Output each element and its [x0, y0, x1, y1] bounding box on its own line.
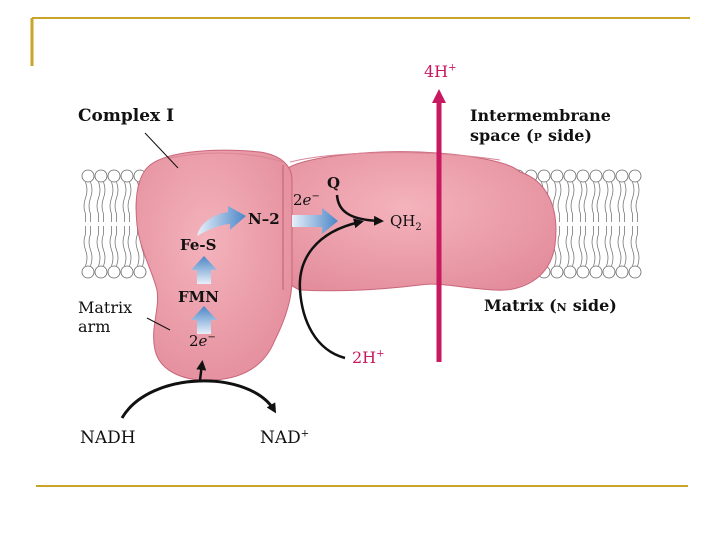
matrix-arm-label: Matrix arm [78, 298, 133, 336]
lipid-tail [101, 226, 106, 267]
slide-frame [30, 17, 690, 487]
lipid-tail [114, 226, 119, 267]
lipid-tail [604, 181, 609, 222]
lipid-head [628, 265, 642, 279]
complex-i-protein [135, 149, 557, 381]
lipid-tail [596, 181, 601, 222]
lipid-head [576, 265, 590, 279]
lipid-head [537, 169, 551, 183]
lipid-tail [109, 181, 114, 222]
lipid-tail [122, 181, 127, 222]
lipid-tail [596, 226, 601, 267]
lipid-tail [101, 181, 106, 222]
nadh-label: NADH [80, 428, 136, 448]
lipid-tail [591, 181, 596, 222]
lipid-tail [635, 181, 640, 222]
lipid-head [120, 265, 134, 279]
intermembrane-label: Intermembrane space (P side) [470, 106, 611, 145]
arrow-n2-to-q [292, 208, 338, 234]
lipid-tail [127, 226, 132, 267]
arrow-nadh-electrons [196, 360, 207, 381]
lipid-head [81, 169, 95, 183]
lipid-tail [88, 226, 93, 267]
lipid-tail [622, 226, 627, 267]
lipid-head [563, 169, 577, 183]
lipid-head [81, 265, 95, 279]
lipid-tail [583, 181, 588, 222]
lipid-tail [127, 181, 132, 222]
complex-i-label: Complex I [78, 106, 175, 126]
arrow-2e-to-fmn [191, 306, 217, 334]
four-h-plus-label: 4H+ [424, 62, 457, 81]
qh2-label: QH2 [390, 212, 422, 233]
lipid-tail [114, 181, 119, 222]
lipid-tail [622, 181, 627, 222]
lipid-head [550, 265, 564, 279]
lipid-tail [617, 226, 622, 267]
lipid-tail [630, 226, 635, 267]
lipid-tail [635, 226, 640, 267]
two-h-plus-label: 2H+ [352, 348, 385, 367]
arrow-q-to-qh2 [335, 194, 384, 226]
lipid-tail [617, 181, 622, 222]
lipid-tail [565, 226, 570, 267]
lipid-head [120, 169, 134, 183]
lipid-head [133, 265, 147, 279]
lipid-head [602, 265, 616, 279]
electrons-top-label: 2e− [293, 191, 320, 209]
lipid-head [602, 169, 616, 183]
nad-plus-label: NAD+ [260, 428, 310, 448]
lipid-tail [609, 226, 614, 267]
complex-i-pointer [144, 132, 179, 169]
lipid-head [94, 169, 108, 183]
lipid-tail [570, 181, 575, 222]
lipid-tail [109, 226, 114, 267]
electron-flow-arrows [191, 206, 338, 334]
lipid-tail [557, 181, 562, 222]
n2-label: N–2 [248, 210, 280, 228]
fe-s-label: Fe-S [180, 236, 217, 254]
arrow-nadh-to-nad [120, 379, 277, 419]
lipid-tail [83, 181, 88, 222]
lipid-tail [96, 226, 101, 267]
lipid-tail [557, 226, 562, 267]
fmn-label: FMN [178, 288, 219, 306]
lipid-head [628, 169, 642, 183]
lipid-head [615, 265, 629, 279]
lipid-tail [96, 181, 101, 222]
arrow-fmn-to-fes [191, 256, 217, 284]
membrane-left [81, 169, 147, 279]
lipid-tail [630, 181, 635, 222]
lipid-head [107, 169, 121, 183]
arrow-2h-uptake [298, 218, 364, 360]
lipid-head [563, 265, 577, 279]
lipid-head [550, 169, 564, 183]
lipid-tail [135, 226, 140, 267]
lipid-tail [609, 181, 614, 222]
lipid-tail [88, 181, 93, 222]
matrix-arm-pointer [146, 317, 171, 331]
lipid-head [615, 169, 629, 183]
lipid-head [589, 169, 603, 183]
arrow-fes-to-n2 [197, 206, 246, 236]
lipid-tail [122, 226, 127, 267]
matrix-side-label: Matrix (N side) [484, 296, 617, 315]
lipid-head [94, 265, 108, 279]
lipid-head [589, 265, 603, 279]
lipid-tail [83, 226, 88, 267]
q-label: Q [327, 174, 341, 192]
lipid-tail [565, 181, 570, 222]
lipid-head [576, 169, 590, 183]
lipid-tail [583, 226, 588, 267]
lipid-tail [591, 226, 596, 267]
membrane-right [511, 169, 642, 279]
lipid-tail [578, 226, 583, 267]
lipid-tail [578, 181, 583, 222]
lipid-head [107, 265, 121, 279]
electrons-bottom-label: 2e− [189, 332, 216, 350]
lipid-tail [604, 226, 609, 267]
lipid-tail [570, 226, 575, 267]
